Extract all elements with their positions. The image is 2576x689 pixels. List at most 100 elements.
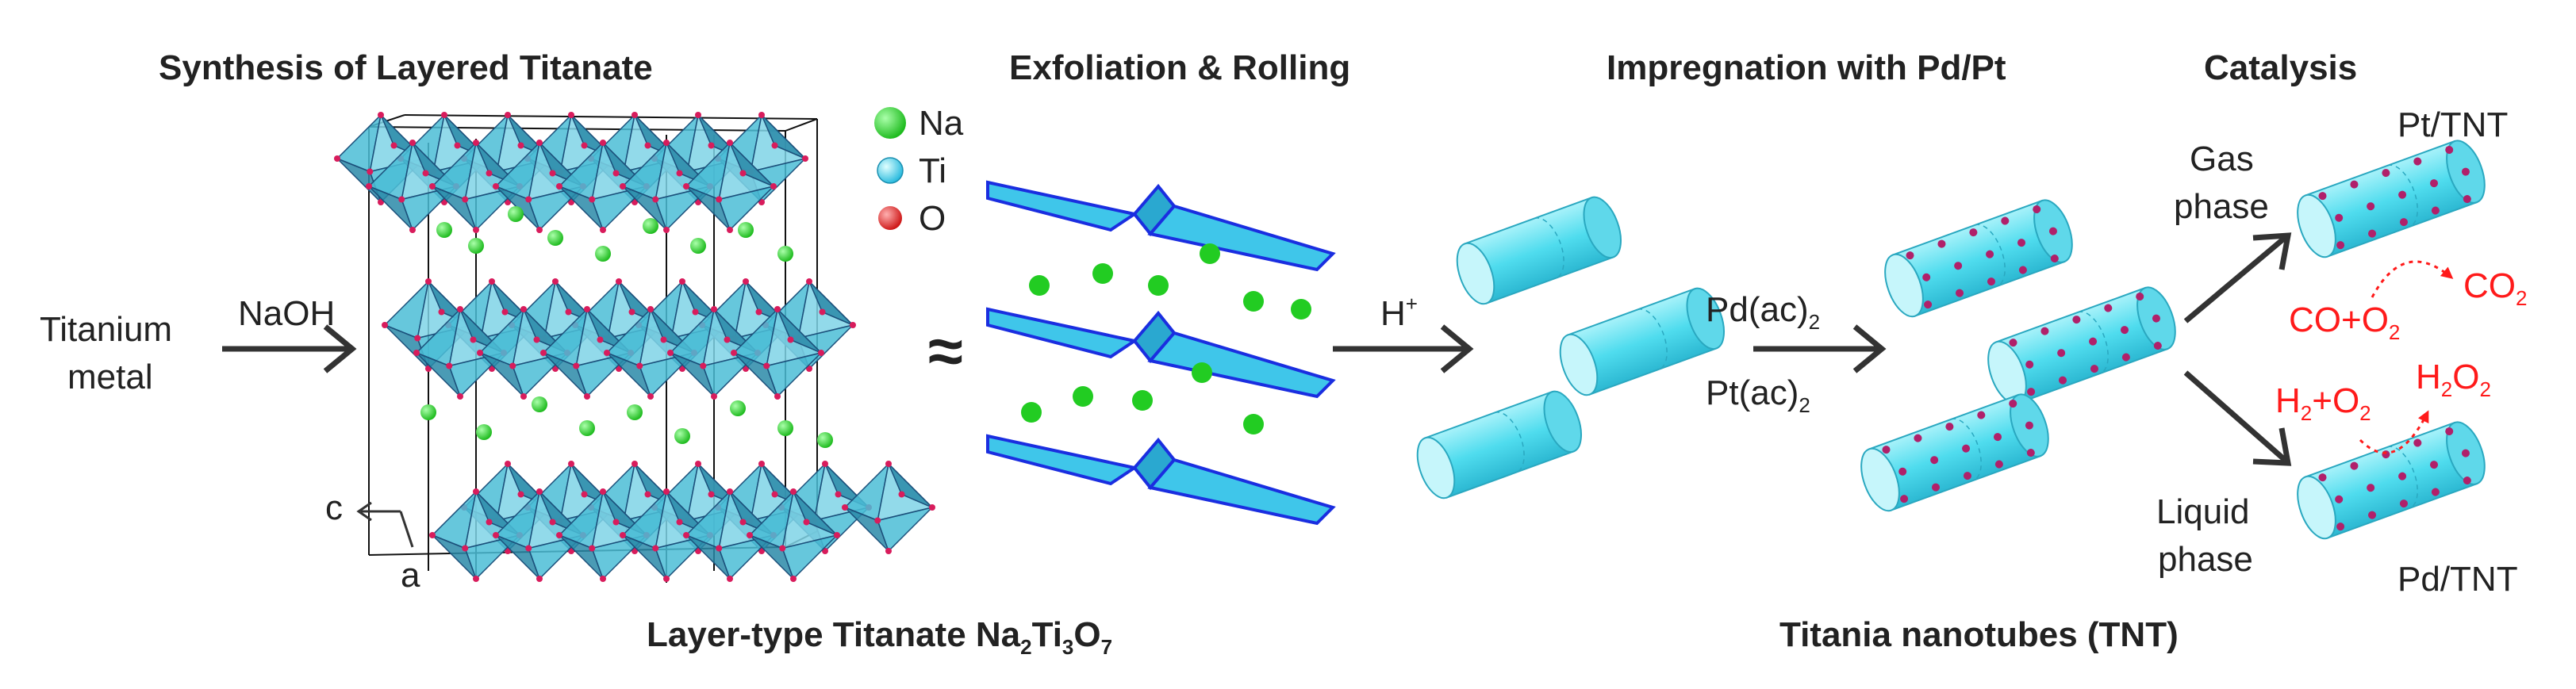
label-pt-tnt: Pt/TNT: [2397, 105, 2508, 144]
metal-nanoparticle: [2018, 266, 2027, 274]
oxygen-atom: [470, 336, 477, 343]
oxygen-atom: [739, 170, 747, 177]
legend-na-label: Na: [919, 104, 964, 143]
nanotube-ring: [1494, 411, 1525, 473]
oxygen-atom: [683, 532, 689, 538]
oxygen-atom: [771, 142, 778, 149]
nanotube-ring: [1975, 224, 2006, 287]
nanotube-end: [1543, 390, 1582, 454]
arrow-liquid-phase: [2183, 370, 2292, 466]
oxygen-atom: [390, 142, 397, 149]
tio6-octahedra: [334, 112, 935, 582]
oxygen-atom: [616, 278, 622, 285]
arrow-gas-phase: [2183, 232, 2292, 323]
oxygen-atom: [700, 362, 707, 369]
nanotube-opening: [2297, 475, 2336, 540]
oxygen-atom: [819, 308, 826, 316]
na-atom: [777, 246, 793, 262]
oxygen-atom: [429, 532, 436, 538]
metal-nanoparticle: [2121, 326, 2129, 335]
oxygen-atom: [628, 308, 635, 316]
metal-nanoparticle: [2367, 484, 2375, 492]
legend-o-marker: [878, 206, 902, 230]
oxygen-atom: [652, 545, 659, 552]
layer-sheet-right: [1147, 457, 1336, 526]
metal-nanoparticle: [2430, 179, 2439, 188]
oxygen-atom: [644, 142, 651, 149]
metal-nanoparticle: [1906, 251, 1914, 260]
metal-nanoparticle: [1882, 446, 1891, 454]
oxygen-atom: [770, 183, 777, 189]
na-atom: [674, 428, 690, 444]
oxygen-atom: [695, 112, 701, 118]
metal-nanoparticle: [2336, 241, 2345, 250]
oxygen-atom: [636, 362, 643, 369]
oxygen-atom: [378, 112, 384, 118]
oxygen-atom: [446, 362, 453, 369]
oxygen-atom: [806, 278, 812, 285]
metal-nanoparticle: [2463, 477, 2471, 485]
oxygen-atom: [758, 461, 765, 467]
na-atom: [595, 246, 611, 262]
oxygen-atom: [885, 548, 892, 554]
oxygen-atom: [429, 183, 436, 189]
metal-nanoparticle: [2431, 206, 2440, 215]
nanotube-ring: [1951, 418, 1982, 481]
oxygen-atom: [473, 227, 479, 233]
oxygen-atom: [676, 170, 683, 177]
caption-layer-type-titanate: Layer-type Titanate Na2Ti3O7: [647, 615, 1112, 659]
oxygen-atom: [409, 227, 416, 233]
na-atom: [690, 238, 706, 254]
oxygen-atom: [679, 278, 685, 285]
metal-nanoparticle: [2318, 473, 2327, 482]
oxygen-atom: [493, 532, 499, 538]
metal-nanoparticle: [2136, 293, 2144, 301]
nanotube-opening: [1884, 253, 1924, 318]
nanotube-ring: [2387, 446, 2418, 509]
oxygen-atom: [568, 461, 574, 467]
na-ion: [1291, 299, 1311, 320]
nanotube-opening: [1416, 436, 1456, 500]
oxygen-atom: [660, 336, 667, 343]
oxygen-atom: [549, 170, 556, 177]
label-titanium: Titanium: [40, 310, 172, 349]
nanotube-ring: [1637, 308, 1668, 370]
legend-ti-label: Ti: [919, 151, 946, 190]
oxygen-atom: [501, 308, 509, 316]
metal-nanoparticle: [2413, 157, 2422, 166]
metal-nanoparticle: [2399, 500, 2408, 508]
metal-nanoparticle: [2350, 180, 2359, 189]
label-metal: metal: [67, 358, 153, 396]
heading-exfoliation: Exfoliation & Rolling: [1009, 48, 1350, 87]
heading-catalysis: Catalysis: [2204, 48, 2357, 87]
layer-sheet-left: [986, 307, 1139, 359]
oxygen-atom: [647, 393, 654, 400]
caption-titania-nanotubes: Titania nanotubes (TNT): [1779, 615, 2179, 654]
oxygen-atom: [774, 393, 781, 400]
na-atom: [436, 222, 452, 238]
octahedron-face: [793, 491, 838, 536]
metal-nanoparticle: [1994, 433, 2002, 442]
oxygen-atom: [747, 532, 753, 538]
metal-nanoparticle: [2398, 190, 2407, 199]
na-atom: [730, 400, 746, 416]
axis-indicator: c a: [325, 488, 420, 595]
metal-nanoparticle: [2017, 239, 2026, 247]
oxygen-atom: [536, 227, 543, 233]
metal-nanoparticle: [2059, 376, 2067, 385]
label-naoh: NaOH: [238, 294, 335, 333]
nanotube: [1456, 196, 1622, 305]
oxygen-atom: [536, 576, 543, 582]
oxygen-atom: [727, 227, 733, 233]
oxygen-atom: [711, 306, 717, 312]
oxygen-atom: [334, 155, 340, 162]
metal-nanoparticle: [2104, 304, 2113, 312]
oxygen-atom: [441, 112, 447, 118]
metal-nanoparticle: [2001, 216, 2010, 225]
oxygen-atom: [763, 362, 770, 369]
oxygen-atom: [568, 112, 574, 118]
oxygen-atom: [473, 576, 479, 582]
label-pd-ac: Pd(ac)2: [1706, 290, 1820, 334]
metal-nanoparticle: [2368, 229, 2377, 238]
metal-nanoparticle: [2335, 495, 2344, 503]
